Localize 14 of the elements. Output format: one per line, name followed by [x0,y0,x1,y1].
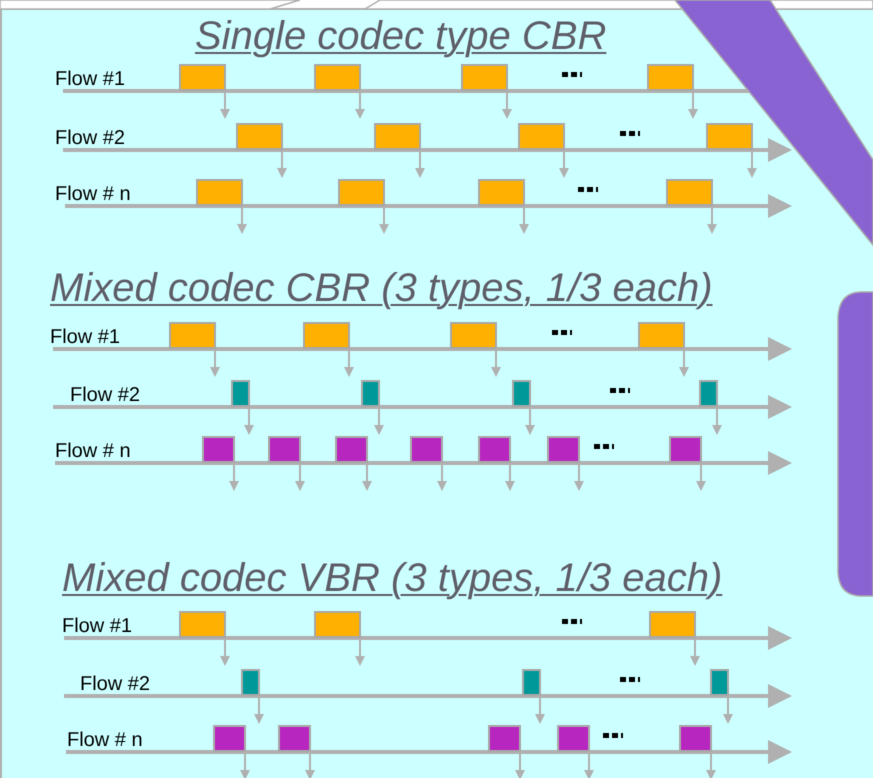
flow-label: Flow # n [55,440,131,462]
section-heading: Mixed codec VBR (3 types, 1/3 each) [62,556,722,600]
flow-label: Flow #1 [55,68,126,90]
section-heading: Single codec type CBR [195,14,606,58]
flow-label: Flow #1 [62,615,132,637]
callout-pointer [673,0,873,248]
callout-shape [837,291,873,597]
flow-label: Flow # n [55,183,131,205]
flow-label: Flow #1 [50,326,120,348]
flow-label: Flow # n [67,729,143,751]
section-heading: Mixed codec CBR (3 types, 1/3 each) [50,266,713,310]
flow-label: Flow #2 [55,127,126,149]
flow-label: Flow #2 [80,673,150,695]
flow-label: Flow #2 [70,384,140,406]
